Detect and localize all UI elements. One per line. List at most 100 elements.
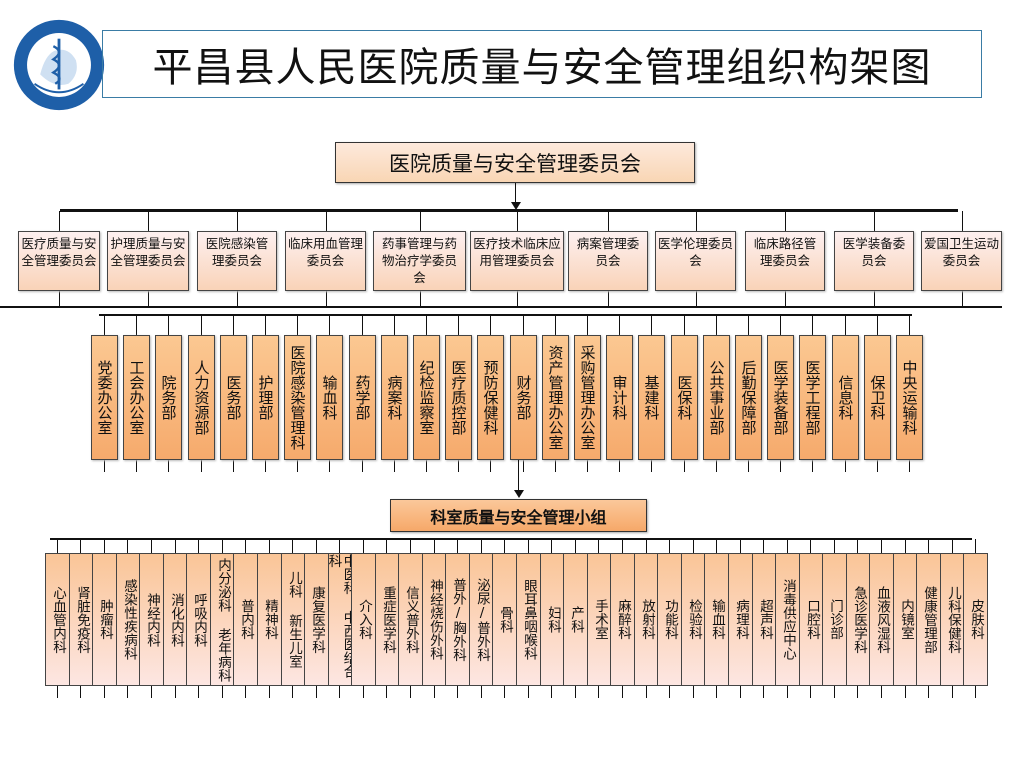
department-connector: [168, 460, 169, 472]
unit-label: 感染性疾病科: [121, 579, 137, 660]
unit-label: 肿瘤科: [97, 599, 113, 640]
unit-box: 感染性疾病科: [116, 553, 141, 686]
unit-connector: [410, 539, 411, 553]
department-box: 医保科: [671, 335, 698, 460]
unit-connector: [952, 539, 953, 553]
unit-connector: [386, 686, 387, 698]
unit-connector: [339, 539, 340, 553]
unit-label: 血液风湿科: [874, 585, 890, 654]
connector-group-vertical: [518, 460, 519, 490]
unit-connector: [716, 686, 717, 698]
department-label: 信息科: [836, 375, 855, 420]
unit-box: 普内科: [233, 553, 258, 686]
unit-connector: [693, 539, 694, 553]
unit-box: 口腔科: [799, 553, 824, 686]
unit-connector: [575, 686, 576, 698]
department-connector: [909, 315, 910, 335]
unit-box: 神经烧伤外科: [422, 553, 447, 686]
unit-connector: [646, 539, 647, 553]
top-committee-box: 医院质量与安全管理委员会: [335, 142, 695, 183]
group-title-box: 科室质量与安全管理小组: [390, 499, 647, 532]
department-connector: [877, 460, 878, 472]
unit-box: 肾脏免疫科: [69, 553, 94, 686]
department-box: 信息科: [832, 335, 859, 460]
unit-connector: [669, 686, 670, 698]
committee-box: 护理质量与安全管理委员会: [107, 231, 189, 291]
unit-connector: [551, 686, 552, 698]
unit-connector: [245, 686, 246, 698]
committee-box: 药事管理与药物治疗学委员会: [373, 231, 466, 291]
department-box: 医院感染管理科: [284, 335, 311, 460]
department-label: 病案科: [385, 375, 404, 420]
department-connector: [362, 315, 363, 335]
department-connector: [490, 315, 491, 335]
unit-connector: [622, 539, 623, 553]
committee-connector: [785, 211, 786, 231]
unit-label: 普外/胸外科: [450, 577, 466, 662]
unit-connector: [504, 539, 505, 553]
department-label: 预防保健科: [481, 360, 500, 435]
department-connector: [812, 460, 813, 472]
department-box: 医学工程部: [799, 335, 826, 460]
department-box: 纪检监察室: [413, 335, 440, 460]
committee-box: 病案管理委员会: [568, 231, 648, 291]
unit-connector: [857, 686, 858, 698]
department-connector: [233, 315, 234, 335]
department-connector: [684, 460, 685, 472]
committee-connector: [961, 291, 963, 307]
department-box: 资产管理办公室: [542, 335, 569, 460]
committee-connector: [695, 211, 697, 231]
department-connector: [523, 315, 524, 335]
unit-box: 骨科: [492, 553, 517, 686]
department-box: 医务部: [220, 335, 247, 460]
unit-label: 检验科: [686, 599, 702, 640]
unit-connector: [787, 539, 788, 553]
department-label: 医务部: [224, 375, 243, 420]
unit-connector: [292, 539, 293, 553]
unit-box: 急诊医学科: [846, 553, 871, 686]
department-connector: [265, 315, 266, 335]
unit-connector: [598, 539, 599, 553]
department-label: 医学工程部: [803, 360, 822, 435]
unit-connector: [316, 686, 317, 698]
department-connector: [458, 460, 459, 472]
department-box: 中央运输科: [896, 335, 923, 460]
department-connector: [877, 315, 878, 335]
committee-box: 爱国卫生运动委员会: [921, 231, 1002, 291]
department-box: 工会办公室: [123, 335, 150, 460]
unit-connector: [363, 686, 364, 698]
committee-connector: [874, 291, 875, 307]
unit-connector: [104, 686, 105, 698]
unit-connector: [434, 686, 435, 698]
unit-box: 信义普外科: [398, 553, 423, 686]
department-label: 公共事业部: [707, 360, 726, 435]
department-connector: [201, 460, 202, 472]
department-connector: [329, 315, 330, 335]
department-connector: [780, 460, 781, 472]
unit-connector: [622, 686, 623, 698]
unit-connector: [551, 539, 552, 553]
arrow-down-icon: [511, 202, 521, 210]
unit-label: 精神科: [262, 599, 278, 640]
department-connector: [587, 315, 588, 335]
committee-bus: [60, 209, 958, 212]
unit-label: 肾脏免疫科: [74, 585, 90, 654]
department-box: 医疗质控部: [445, 335, 472, 460]
unit-box: 中医科 中西医结合科: [326, 553, 357, 686]
unit-connector: [646, 686, 647, 698]
department-box: 公共事业部: [703, 335, 730, 460]
unit-box: 麻醉科: [610, 553, 635, 686]
unit-box: 儿科保健科: [940, 553, 965, 686]
department-label: 保卫科: [868, 375, 887, 420]
department-box: 预防保健科: [477, 335, 504, 460]
department-connector: [136, 460, 137, 472]
committee-connector: [237, 211, 238, 231]
department-connector: [104, 460, 105, 472]
committee-box: 临床路径管理委员会: [745, 231, 825, 291]
unit-connector: [763, 539, 764, 553]
unit-label: 儿科保健科: [945, 585, 961, 654]
unit-connector: [386, 539, 387, 553]
unit-connector: [363, 539, 364, 553]
unit-connector: [481, 686, 482, 698]
